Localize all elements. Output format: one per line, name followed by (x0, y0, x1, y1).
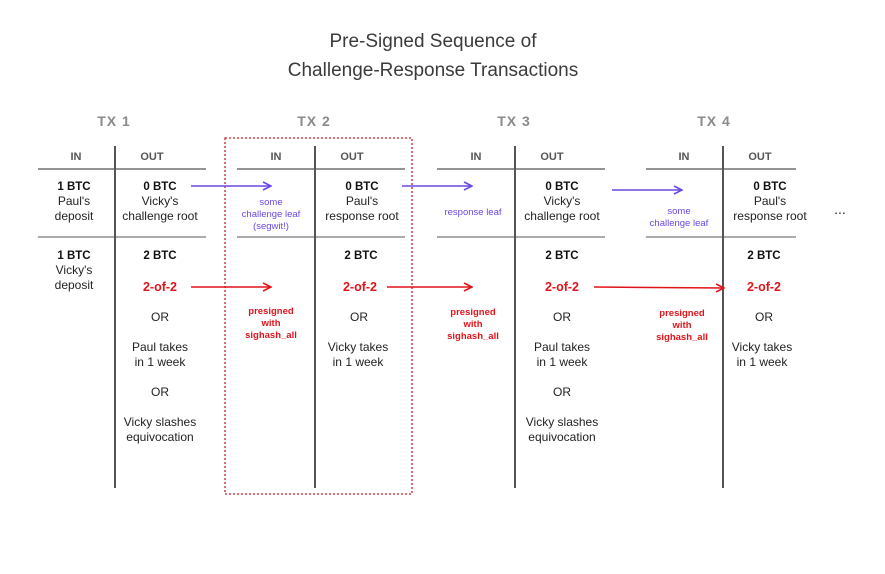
tx4-in2-line3: sighash_all (656, 332, 708, 343)
tx4-label: TX 4 (697, 113, 731, 129)
tx4-out1-amount: 0 BTC (753, 181, 786, 193)
tx3-out2-opt2-line2: equivocation (528, 430, 595, 444)
continuation-ellipsis: ... (834, 201, 846, 217)
tx2-out2-or1: OR (350, 310, 368, 324)
tx1-in-header: IN (71, 151, 82, 163)
tx4-out2-multisig: 2-of-2 (747, 280, 781, 294)
tx3-in2-line3: sighash_all (447, 331, 499, 342)
tx2-out1-line2: response root (325, 209, 399, 223)
tx1-out2-multisig: 2-of-2 (143, 280, 177, 294)
tx2-out2-amount: 2 BTC (344, 250, 377, 262)
tx3-out1-amount: 0 BTC (545, 181, 578, 193)
tx3-in-header: IN (471, 151, 482, 163)
tx1-out2-or1: OR (151, 310, 169, 324)
tx1-out2-or2: OR (151, 385, 169, 399)
tx4-out2-or1: OR (755, 310, 773, 324)
tx1-out2-opt1-line2: in 1 week (135, 355, 187, 369)
tx1-out2-amount: 2 BTC (143, 250, 176, 262)
tx2-in2-line3: sighash_all (245, 330, 297, 341)
tx4-out2-opt1-line2: in 1 week (737, 355, 789, 369)
diagram-title-line2: Challenge-Response Transactions (288, 60, 578, 81)
tx2-in2-line2: with (261, 318, 281, 329)
tx2-in1-line3: (segwit!) (253, 221, 289, 232)
tx3-out2-opt2-line1: Vicky slashes (526, 415, 598, 429)
tx3-in2-line1: presigned (450, 307, 496, 318)
tx1-in1-line2: deposit (55, 209, 94, 223)
tx2-in1-line2: challenge leaf (242, 209, 301, 220)
tx3-out2-opt1-line1: Paul takes (534, 340, 590, 354)
tx2-label: TX 2 (297, 113, 331, 129)
tx2-out-header: OUT (340, 151, 364, 163)
tx1-in2-line2: deposit (55, 278, 94, 292)
tx4-out-header: OUT (748, 151, 772, 163)
tx4-in2-line2: with (672, 320, 692, 331)
tx1-out1-line2: challenge root (122, 209, 198, 223)
tx1-out1-amount: 0 BTC (143, 181, 176, 193)
tx4-in1-line2: challenge leaf (650, 218, 709, 229)
tx3-in2-line2: with (463, 319, 483, 330)
tx4-out1-line2: response root (733, 209, 807, 223)
diagram-title-line1: Pre-Signed Sequence of (329, 31, 537, 52)
tx2-table: TX 2 IN OUT some challenge leaf (segwit!… (237, 113, 405, 488)
tx2-out2-opt1-line2: in 1 week (333, 355, 385, 369)
tx3-out2-amount: 2 BTC (545, 250, 578, 262)
tx1-in1-line1: Paul's (58, 194, 90, 208)
tx1-in2-amount: 1 BTC (57, 250, 90, 262)
tx2-out2-opt1-line1: Vicky takes (328, 340, 388, 354)
tx1-out2-opt2-line2: equivocation (126, 430, 193, 444)
tx4-in1-line1: some (667, 206, 690, 217)
tx3-out1-line1: Vicky's (544, 194, 581, 208)
tx4-table: TX 4 IN OUT some challenge leaf presigne… (646, 113, 807, 488)
tx3-out2-or2: OR (553, 385, 571, 399)
tx4-out2-amount: 2 BTC (747, 250, 780, 262)
tx1-out2-opt1-line1: Paul takes (132, 340, 188, 354)
tx1-out-header: OUT (140, 151, 164, 163)
tx3-table: TX 3 IN OUT response leaf presigned with… (437, 113, 605, 488)
tx2-in2-line1: presigned (248, 306, 294, 317)
tx2-in-header: IN (271, 151, 282, 163)
tx3-in1-line1: response leaf (444, 207, 501, 218)
tx2-out1-amount: 0 BTC (345, 181, 378, 193)
tx4-in-header: IN (679, 151, 690, 163)
tx3-out2-or1: OR (553, 310, 571, 324)
tx1-in2-line1: Vicky's (56, 263, 93, 277)
tx3-out-header: OUT (540, 151, 564, 163)
tx3-out2-multisig: 2-of-2 (545, 280, 579, 294)
tx4-out1-line1: Paul's (754, 194, 786, 208)
tx3-out1-line2: challenge root (524, 209, 600, 223)
tx3-label: TX 3 (497, 113, 531, 129)
arrow-tx3-to-tx4-presigned (593, 287, 724, 288)
tx1-out1-line1: Vicky's (142, 194, 179, 208)
tx3-out2-opt1-line2: in 1 week (537, 355, 589, 369)
tx2-in1-line1: some (259, 197, 282, 208)
tx2-highlight-box (224, 137, 413, 495)
tx1-label: TX 1 (97, 113, 131, 129)
tx1-in1-amount: 1 BTC (57, 181, 90, 193)
tx4-in2-line1: presigned (659, 308, 705, 319)
tx4-out2-opt1-line1: Vicky takes (732, 340, 792, 354)
tx1-table: TX 1 IN OUT 1 BTC Paul's deposit 1 BTC V… (38, 113, 206, 488)
tx2-out2-multisig: 2-of-2 (343, 280, 377, 294)
tx2-out1-line1: Paul's (346, 194, 378, 208)
tx1-out2-opt2-line1: Vicky slashes (124, 415, 196, 429)
